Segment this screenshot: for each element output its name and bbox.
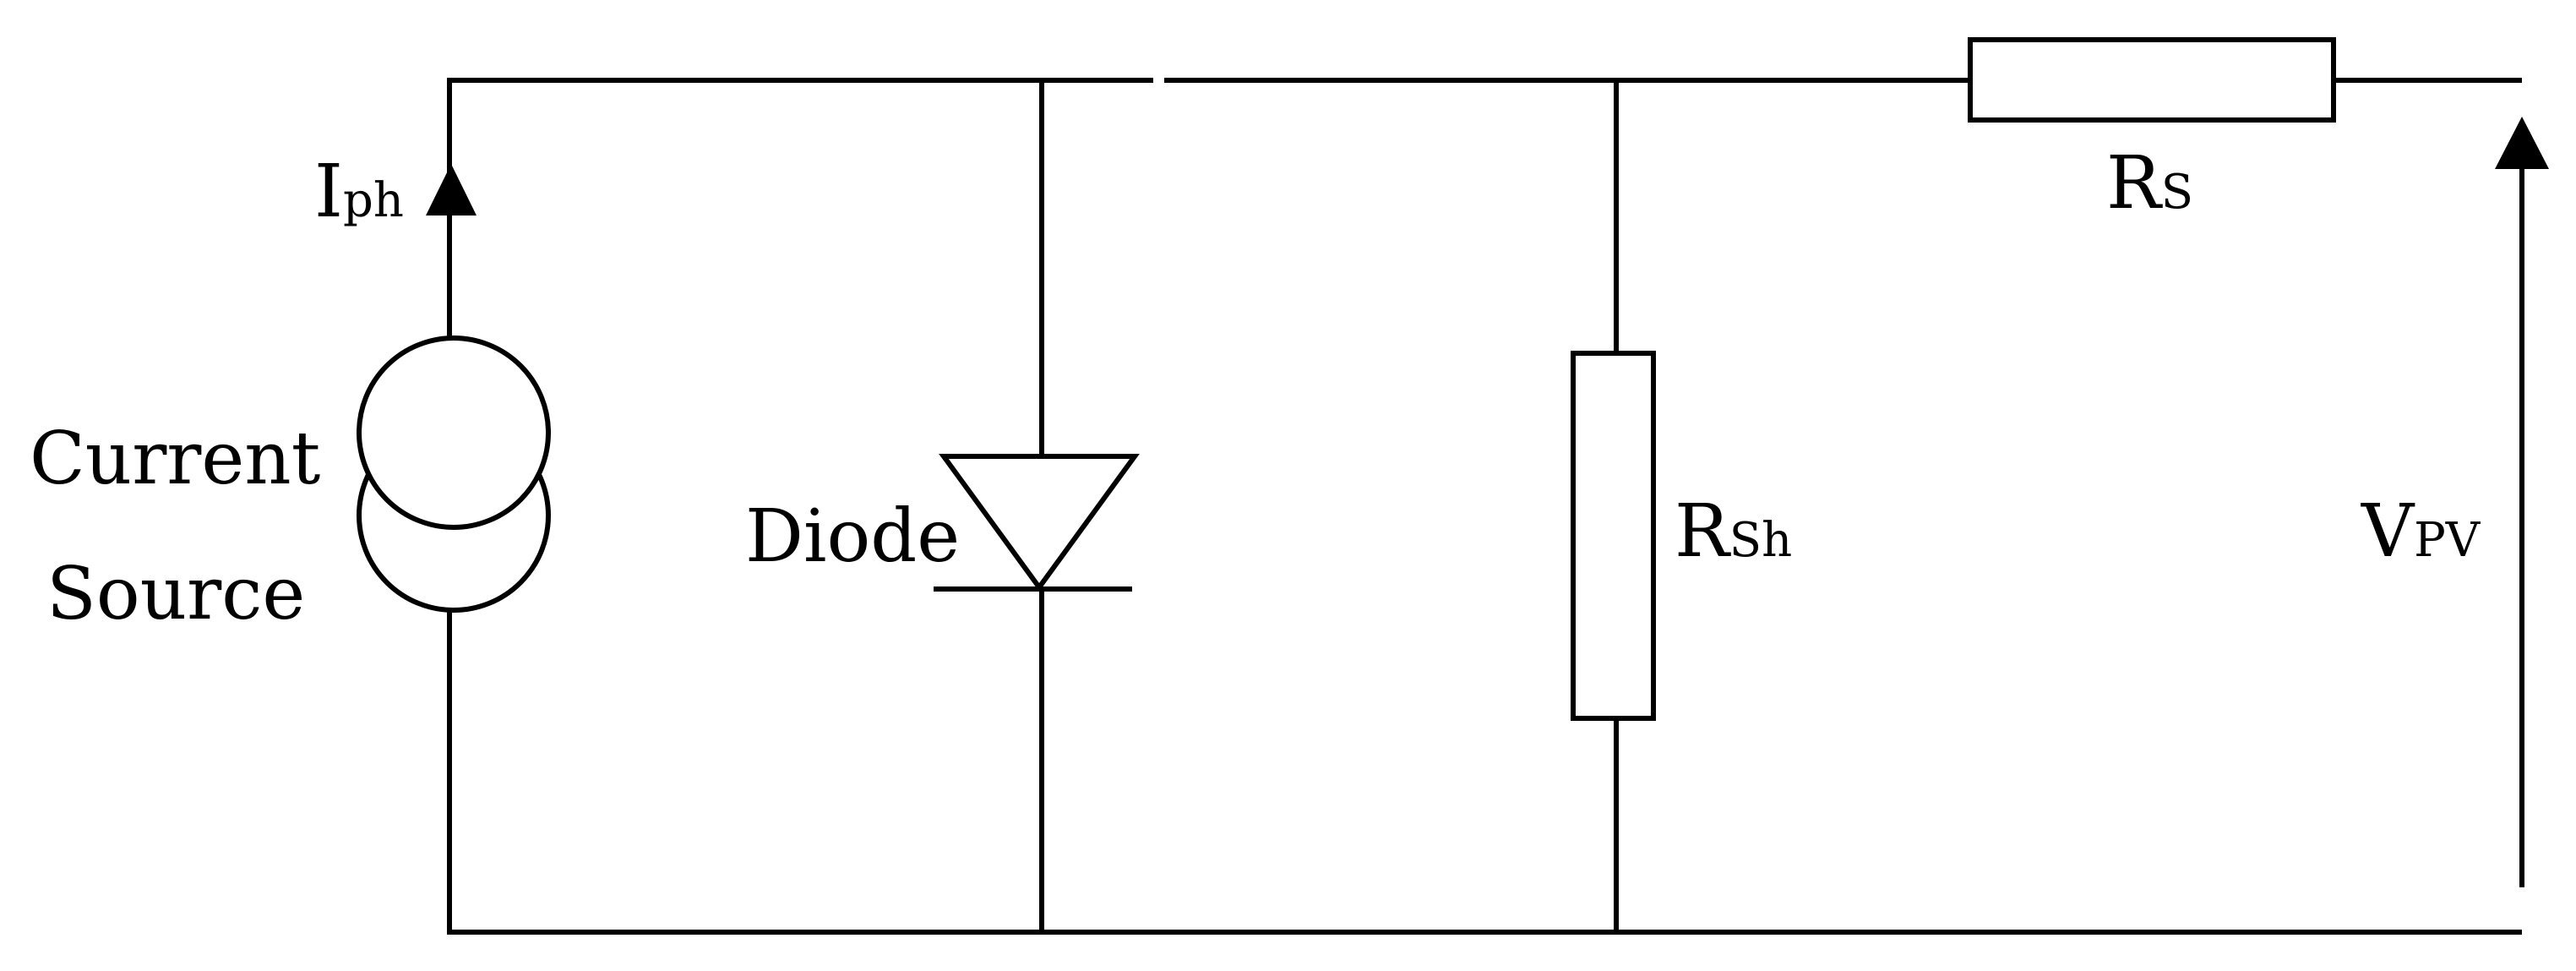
- output-voltage-subscript: PV: [2414, 513, 2481, 568]
- series-resistor-label: RS: [2106, 141, 2193, 226]
- diode: [934, 80, 1140, 935]
- current-source-label-line2: Source: [46, 552, 305, 636]
- shunt-resistor-label: RSh: [1675, 489, 1792, 574]
- shunt-resistor-symbol: R: [1675, 489, 1731, 574]
- photocurrent-subscript: ph: [343, 173, 404, 228]
- shunt-resistor: [1571, 80, 1656, 935]
- diode-triangle: [939, 454, 1140, 592]
- photocurrent-arrowhead: [426, 164, 477, 215]
- series-resistor-subscript: S: [2161, 165, 2193, 220]
- series-resistor-symbol: R: [2106, 141, 2163, 226]
- current-source-upper-circle: [357, 335, 551, 530]
- output-voltage-label: VPV: [2361, 489, 2481, 574]
- series-resistor-body: [1968, 37, 2336, 123]
- shunt-resistor-subscript: Sh: [1729, 513, 1792, 568]
- current-source-label-line1: Current: [30, 417, 320, 501]
- output-voltage-arrow: [2495, 117, 2549, 887]
- current-source: [357, 78, 551, 935]
- shunt-resistor-body: [1571, 351, 1656, 721]
- photocurrent-symbol: I: [314, 150, 343, 234]
- output-voltage-arrowhead: [2495, 117, 2549, 169]
- output-voltage-symbol: V: [2361, 489, 2415, 574]
- diode-label: Diode: [745, 494, 960, 579]
- photocurrent-label: Iph: [314, 150, 404, 234]
